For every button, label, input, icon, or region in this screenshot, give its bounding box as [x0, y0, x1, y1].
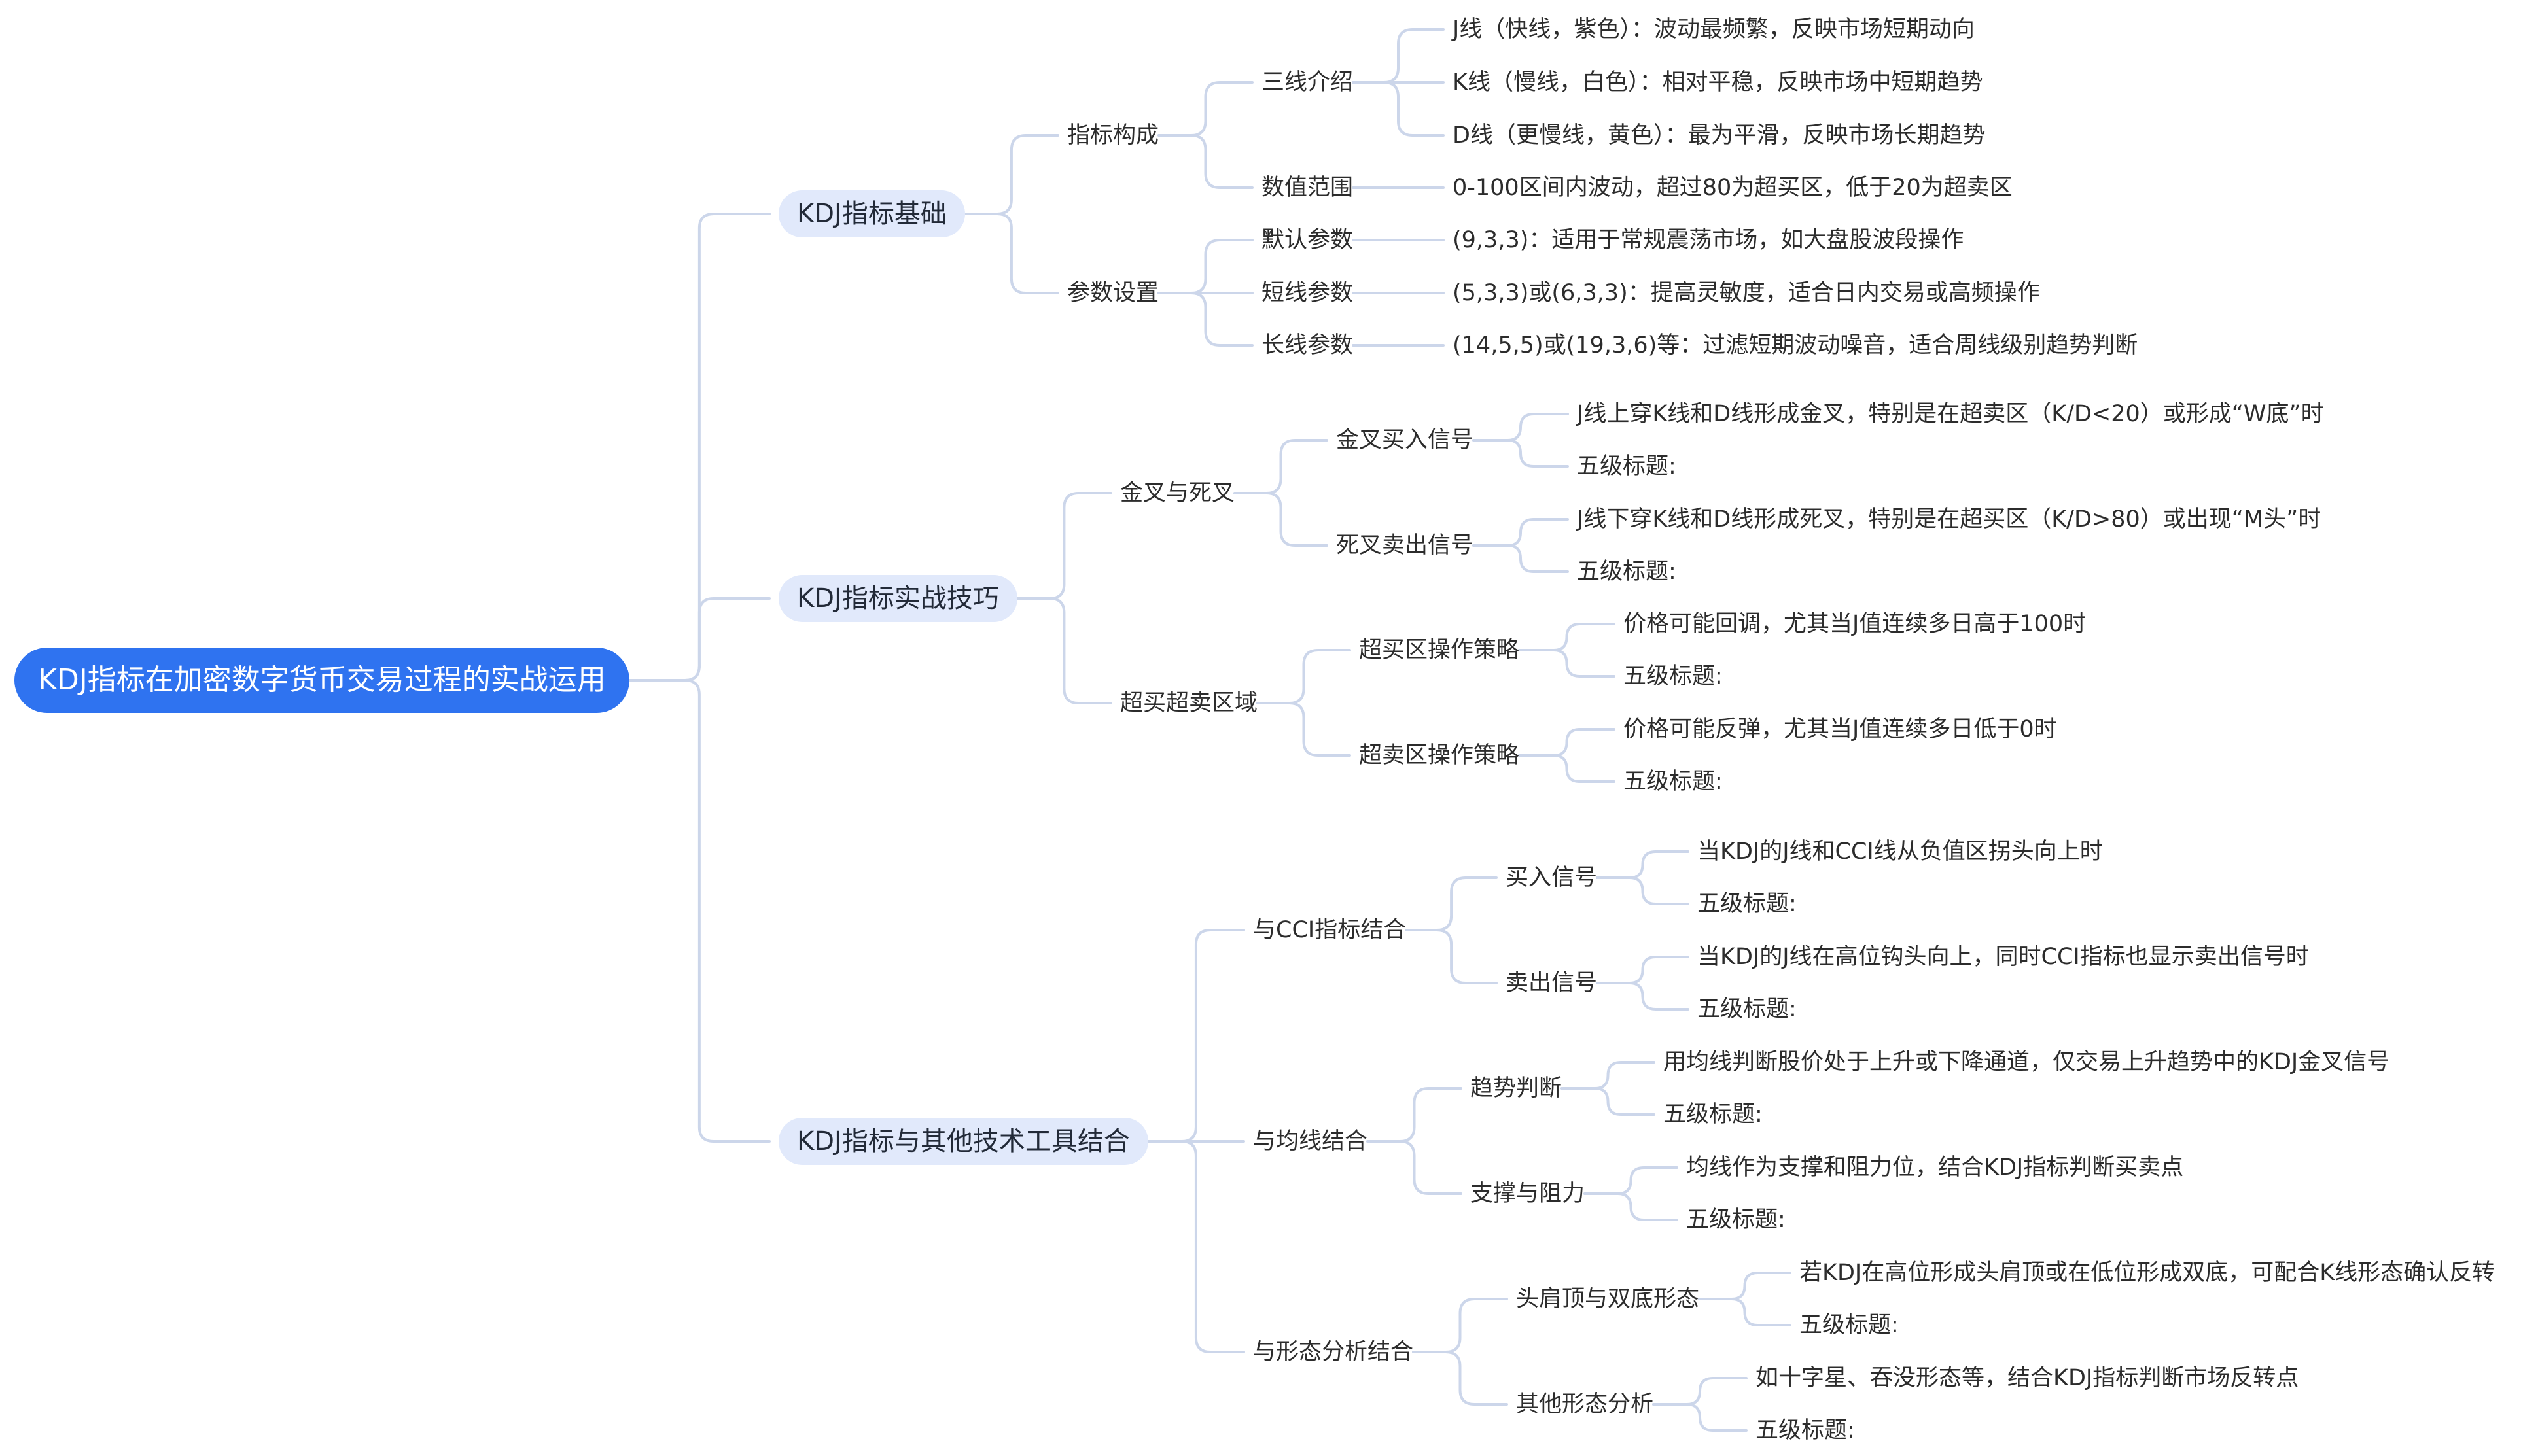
- connector-line: [1256, 702, 1351, 757]
- connector-line: [1366, 1087, 1462, 1143]
- connector-line: [1233, 439, 1328, 494]
- leaf-value-range: 0-100区间内波动，超过80为超买区，低于20为超卖区: [1453, 175, 2013, 201]
- connector-line: [1157, 292, 1254, 347]
- connector-line: [1560, 1087, 1655, 1116]
- leaf-trend-sub: 五级标题:: [1663, 1101, 1763, 1128]
- node-three-lines[interactable]: 三线介绍: [1261, 69, 1354, 95]
- connector-line: [1157, 134, 1254, 189]
- leaf-overbought-sub: 五级标题:: [1623, 663, 1723, 689]
- leaf-k-line: K线（慢线，白色）：相对平稳，反映市场中短期趋势: [1453, 69, 1983, 95]
- leaf-default-params: (9,3,3)：适用于常规震荡市场，如大盘股波段操作: [1453, 227, 1964, 253]
- connector-line: [1256, 649, 1351, 704]
- connector-line: [1596, 850, 1689, 879]
- connector-line: [1518, 754, 1615, 783]
- leaf-j-line: J线（快线，紫色）：波动最频繁，反映市场短期动向: [1453, 16, 1975, 43]
- connector-line: [1518, 623, 1615, 651]
- node-overbought-oversold[interactable]: 超买超卖区域: [1120, 690, 1258, 716]
- node-default-params[interactable]: 默认参数: [1261, 227, 1354, 253]
- leaf-golden-cross-desc: J线上穿K线和D线形成金叉，特别是在超卖区（K/D<20）或形成“W底”时: [1577, 401, 2324, 427]
- node-kdj-practice[interactable]: KDJ指标实战技巧: [779, 575, 1017, 622]
- leaf-other-desc: 如十字星、吞没形态等，结合KDJ指标判断市场反转点: [1755, 1365, 2299, 1391]
- connector-line: [1366, 1140, 1462, 1195]
- leaf-cci-sell-desc: 当KDJ的J线在高位钩头向上，同时CCI指标也显示卖出信号时: [1697, 944, 2309, 970]
- leaf-cci-buy-desc: 当KDJ的J线和CCI线从负值区拐头向上时: [1697, 839, 2103, 865]
- node-overbought-strategy[interactable]: 超买区操作策略: [1359, 637, 1520, 663]
- connector-line: [1472, 413, 1569, 442]
- connector-line: [1596, 876, 1689, 905]
- connector-line: [1015, 492, 1112, 600]
- connector-line: [1352, 28, 1445, 84]
- connector-line: [1583, 1166, 1678, 1195]
- leaf-death-cross-sub: 五级标题:: [1577, 559, 1676, 585]
- connector-line: [1472, 518, 1569, 547]
- root-node[interactable]: KDJ指标在加密数字货币交易过程的实战运用: [14, 648, 629, 713]
- leaf-golden-cross-sub: 五级标题:: [1577, 453, 1676, 479]
- connector-line: [627, 679, 771, 1143]
- leaf-short-params: (5,3,3)或(6,3,3)：提高灵敏度，适合日内交易或高频操作: [1453, 280, 2040, 306]
- connector-line: [1146, 1140, 1245, 1353]
- leaf-death-cross-desc: J线下穿K线和D线形成死叉，特别是在超买区（K/D>80）或出现“M头”时: [1577, 506, 2321, 532]
- node-param-settings[interactable]: 参数设置: [1067, 280, 1159, 306]
- connector-line: [1518, 728, 1615, 757]
- connector-line: [1157, 239, 1254, 294]
- node-cci-sell[interactable]: 卖出信号: [1506, 970, 1598, 996]
- connector-line: [1652, 1377, 1748, 1406]
- node-cci-buy[interactable]: 买入信号: [1506, 865, 1598, 891]
- connector-line: [1596, 956, 1689, 984]
- connector-line: [1698, 1272, 1791, 1300]
- connector-line: [1412, 1298, 1508, 1353]
- node-golden-cross-buy[interactable]: 金叉买入信号: [1336, 427, 1474, 453]
- node-kdj-basics[interactable]: KDJ指标基础: [779, 190, 965, 237]
- leaf-other-sub: 五级标题:: [1755, 1417, 1855, 1444]
- leaf-support-sub: 五级标题:: [1686, 1207, 1786, 1233]
- leaf-support-desc: 均线作为支撑和阻力位，结合KDJ指标判断买卖点: [1686, 1154, 2184, 1181]
- node-death-cross-sell[interactable]: 死叉卖出信号: [1336, 532, 1474, 559]
- leaf-cci-sell-sub: 五级标题:: [1697, 996, 1797, 1022]
- connector-line: [1518, 649, 1615, 678]
- connector-line: [1698, 1298, 1791, 1326]
- connector-line: [1583, 1192, 1678, 1221]
- leaf-hs-sub: 五级标题:: [1799, 1312, 1899, 1338]
- node-oversold-strategy[interactable]: 超卖区操作策略: [1359, 742, 1520, 769]
- leaf-overbought-desc: 价格可能回调，尤其当J值连续多日高于100时: [1623, 611, 2087, 637]
- leaf-oversold-sub: 五级标题:: [1623, 769, 1723, 795]
- connector-line: [1157, 81, 1254, 137]
- connector-line: [627, 597, 771, 682]
- node-support-resistance[interactable]: 支撑与阻力: [1470, 1181, 1585, 1207]
- leaf-trend-desc: 用均线判断股价处于上升或下降通道，仅交易上升趋势中的KDJ金叉信号: [1663, 1049, 2390, 1075]
- connector-line: [1596, 982, 1689, 1011]
- leaf-oversold-desc: 价格可能反弹，尤其当J值连续多日低于0时: [1623, 716, 2057, 742]
- connector-line: [1472, 544, 1569, 573]
- connector-line: [1405, 929, 1498, 984]
- node-kdj-combine[interactable]: KDJ指标与其他技术工具结合: [779, 1118, 1148, 1165]
- node-with-ma[interactable]: 与均线结合: [1253, 1128, 1368, 1154]
- connector-line: [1652, 1403, 1748, 1432]
- node-head-shoulders[interactable]: 头肩顶与双底形态: [1516, 1286, 1700, 1312]
- leaf-cci-buy-sub: 五级标题:: [1697, 891, 1797, 917]
- leaf-hs-desc: 若KDJ在高位形成头肩顶或在低位形成双底，可配合K线形态确认反转: [1799, 1260, 2495, 1286]
- connector-line: [963, 213, 1059, 294]
- connector-line: [1352, 81, 1445, 137]
- leaf-long-params: (14,5,5)或(19,3,6)等：过滤短期波动噪音，适合周线级别趋势判断: [1453, 332, 2138, 358]
- connector-line: [1412, 1351, 1508, 1406]
- connector-line: [1015, 597, 1112, 704]
- connector-line: [1472, 439, 1569, 468]
- node-golden-death-cross[interactable]: 金叉与死叉: [1120, 480, 1235, 506]
- node-with-cci[interactable]: 与CCI指标结合: [1253, 917, 1407, 943]
- node-value-range[interactable]: 数值范围: [1261, 175, 1354, 201]
- node-composition[interactable]: 指标构成: [1067, 122, 1159, 148]
- node-short-params[interactable]: 短线参数: [1261, 280, 1354, 306]
- connector-line: [1560, 1061, 1655, 1090]
- connector-line: [1233, 492, 1328, 547]
- node-other-patterns[interactable]: 其他形态分析: [1516, 1391, 1654, 1417]
- connector-line: [1146, 929, 1245, 1143]
- connector-line: [1405, 876, 1498, 931]
- connector-line: [963, 134, 1059, 215]
- node-trend-judgement[interactable]: 趋势判断: [1470, 1075, 1562, 1101]
- node-with-pattern[interactable]: 与形态分析结合: [1253, 1339, 1414, 1365]
- leaf-d-line: D线（更慢线，黄色）：最为平滑，反映市场长期趋势: [1453, 122, 1986, 148]
- node-long-params[interactable]: 长线参数: [1261, 332, 1354, 358]
